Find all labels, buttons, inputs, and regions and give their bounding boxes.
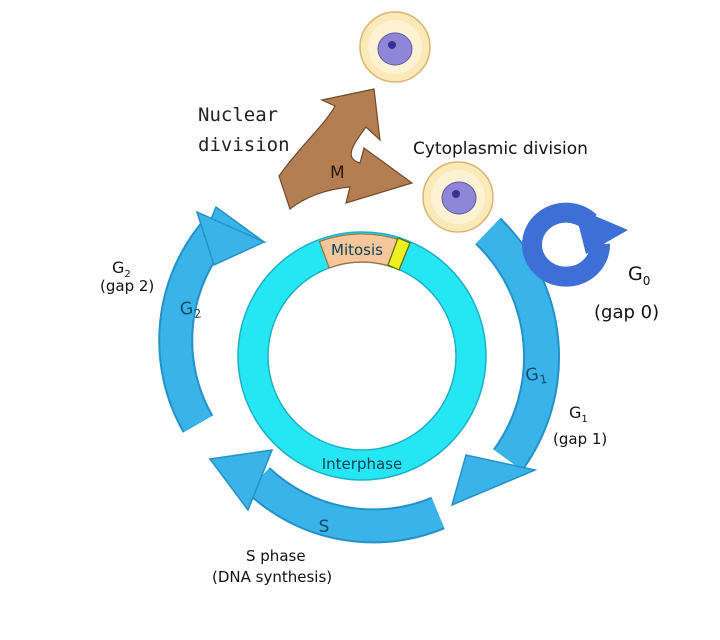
g1-arrow-label: G1 [524, 363, 549, 389]
g1-gap-label: (gap 1) [553, 430, 607, 448]
g1-arrow [450, 217, 561, 507]
nuclear-division-line2: division [198, 134, 290, 156]
s-arrow [208, 449, 445, 544]
nuclear-division-line1: Nuclear [198, 104, 278, 126]
g0-label: G0 [628, 263, 650, 288]
cell-top [359, 11, 431, 83]
g1-outer-label: G1 [569, 403, 588, 425]
g2-arrow-label: G2 [179, 297, 203, 323]
cytoplasmic-division-label: Cytoplasmic division [413, 139, 588, 159]
cell-bottom [422, 161, 494, 233]
m-phase-arrow [278, 88, 414, 210]
s-phase-label: S phase [246, 547, 306, 565]
m-phase-label: M [330, 163, 345, 183]
s-arrow-label: S [319, 517, 330, 537]
g2-arrow [158, 205, 267, 433]
g0-gap-label: (gap 0) [594, 302, 659, 323]
mitosis-label: Mitosis [331, 241, 383, 259]
interphase-label: Interphase [322, 455, 402, 473]
interphase-ring [237, 231, 487, 481]
g2-gap-label: (gap 2) [100, 277, 154, 295]
division-marker [387, 237, 411, 271]
s-phase-dna-label: (DNA synthesis) [212, 568, 332, 586]
g0-circular-arrow [522, 202, 628, 287]
g2-outer-label: G2 [112, 258, 131, 280]
